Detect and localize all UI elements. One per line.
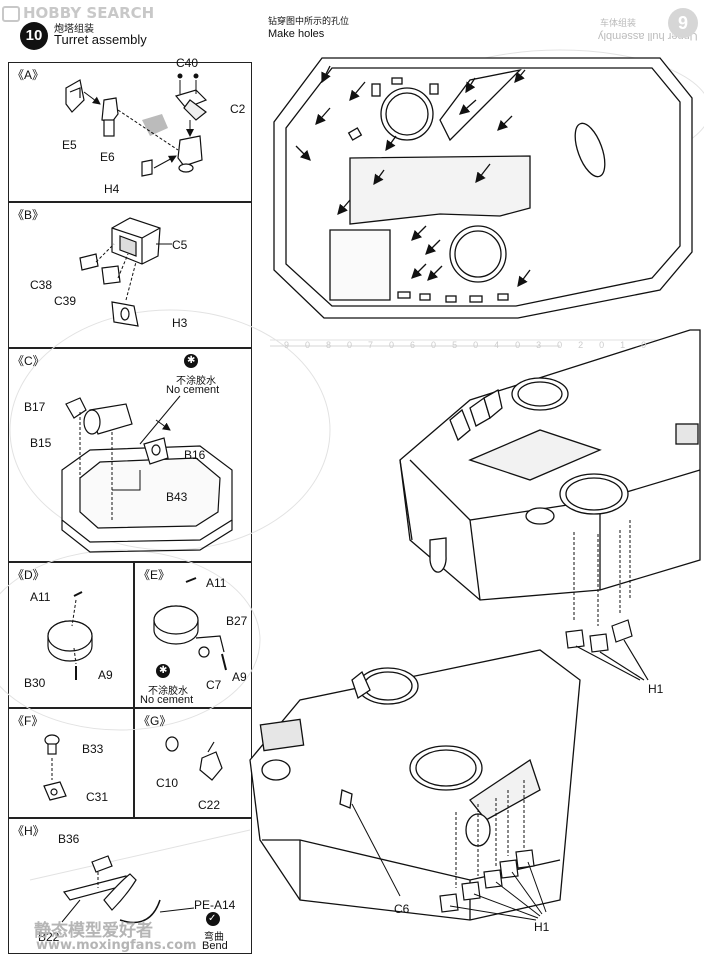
part-a11-e: A11 [206,576,227,590]
turret-lower-h1-parts [439,849,547,921]
no-cement-icon: ✱ [184,354,198,368]
panel-h-note-cn: 弯曲 [204,932,224,943]
part-b33: B33 [82,742,104,756]
turret-lower-drawing [249,649,581,921]
c6-leader-line [351,803,401,897]
panel-f [8,708,134,818]
turret-upper-drawing [399,329,701,601]
panel-c-label: 《C》 [12,354,45,368]
part-c5: C5 [172,238,188,252]
hobbysearch-logo-icon [2,5,20,22]
panel-a-drawing [65,79,208,177]
panel-c-arrows [79,395,181,520]
panel-a-arrows [83,73,199,169]
part-c6: C6 [394,902,410,916]
faded-page-cn: 车体组装 [600,18,637,28]
part-e6: E6 [100,150,115,164]
panel-h-drawing [62,855,161,924]
part-c40: C40 [176,56,199,70]
bend-icon: ✓ [206,912,220,926]
panel-e-drawing [153,577,227,671]
part-b36: B36 [58,832,80,846]
panel-d-label: 《D》 [12,568,45,582]
part-a9-d: A9 [98,668,113,682]
part-a11-d: A11 [30,590,51,604]
part-c31: C31 [86,790,109,804]
panel-c-note-cn: 不涂胶水 [176,376,216,387]
moxingfans-watermark-url: www.moxingfans.com [36,938,197,953]
panel-g-label: 《G》 [138,714,172,728]
faded-page-number-badge: 9 [668,8,698,38]
hobbysearch-watermark: HOBBY SEARCH [2,4,154,22]
part-b30: B30 [24,676,46,690]
panel-c-note-en: No cement [166,384,220,396]
panel-e-note-en: No cement [140,694,194,706]
panel-d-drawing [47,591,93,680]
hull-plan-drawing [273,57,693,319]
panel-c-drawing [61,397,233,553]
panel-h-label: 《H》 [12,824,45,838]
panel-b-arrows [95,243,172,301]
make-holes-title-cn: 钻穿图中所示的孔位 [268,17,350,27]
panel-a [8,62,252,202]
part-b16: B16 [184,448,206,462]
moxingfans-watermark-cn: 静态模型爱好者 [34,921,153,941]
faded-ruler: 908070605040302010 [284,340,663,350]
panel-b [8,202,252,348]
turret-upper-h1-lines [573,520,631,626]
part-c2: C2 [230,102,246,116]
panel-f-label: 《F》 [12,714,44,728]
panel-h [8,818,252,954]
panel-d-arrows [71,599,77,665]
panel-f-drawing [43,734,67,801]
panel-a-label: 《A》 [12,68,45,82]
step-title-cn: 炮塔组装 [54,24,94,35]
hull-plan-hole-arrows [295,65,531,288]
panel-c [8,348,252,562]
panel-e-note-cn: 不涂胶水 [148,686,188,697]
part-c39: C39 [54,294,77,308]
part-c38: C38 [30,278,53,292]
part-e5: E5 [62,138,77,152]
panel-d [8,562,134,708]
turret-lower-h1-lines [455,780,525,888]
part-b15: B15 [30,436,52,450]
part-c22: C22 [198,798,221,812]
part-b17: B17 [24,400,46,414]
panel-b-label: 《B》 [12,208,45,222]
part-pe-a14: PE-A14 [194,898,236,912]
part-h1-upper: H1 [648,682,664,696]
turret-upper-h1-parts [565,619,649,681]
panel-h-arrows [61,872,195,923]
part-b43: B43 [166,490,188,504]
panel-h-note-en: Bend [202,940,228,952]
part-a9-e: A9 [232,670,247,684]
panel-e-label: 《E》 [138,568,171,582]
part-c10: C10 [156,776,179,790]
part-h1-lower: H1 [534,920,550,934]
panel-e [134,562,252,708]
make-holes-title-en: Make holes [268,28,325,40]
part-b27: B27 [226,614,248,628]
panel-b-drawing [79,217,161,327]
part-h4: H4 [104,182,120,196]
part-b22: B22 [38,930,60,944]
no-cement-icon-e: ✱ [156,664,170,678]
part-h3: H3 [172,316,188,330]
part-c7: C7 [206,678,222,692]
step-title-en: Turret assembly [54,32,147,47]
step-number-badge: 10 [20,22,48,50]
panel-g-drawing [165,736,223,781]
